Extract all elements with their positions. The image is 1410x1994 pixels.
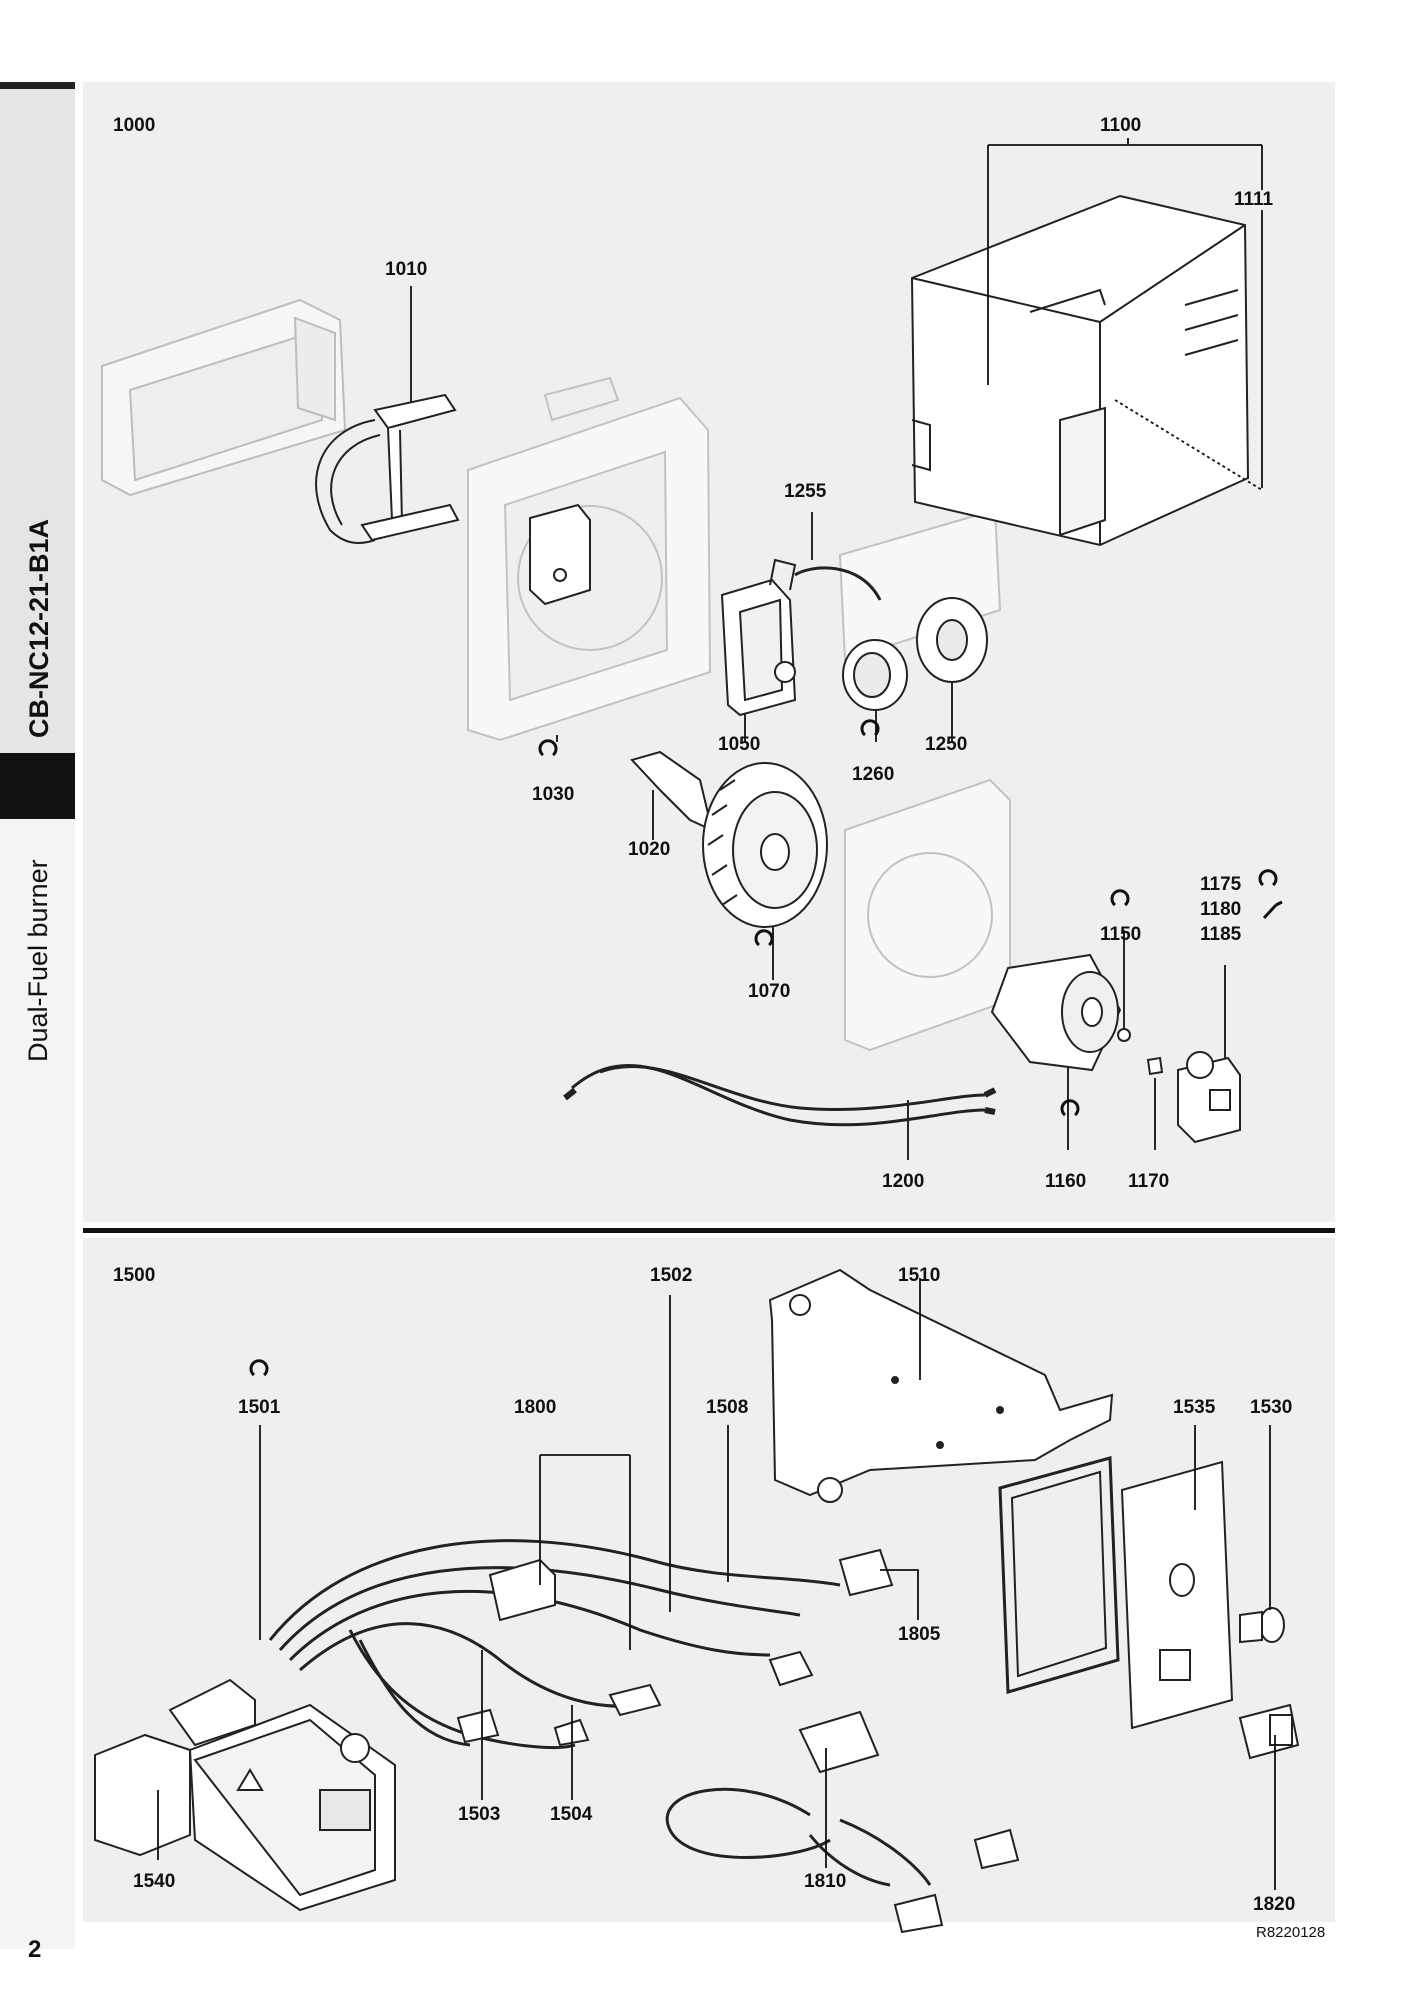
part-label-1810: 1810 [804, 1871, 847, 1892]
part-label-1170: 1170 [1128, 1171, 1170, 1192]
oil-pump [1177, 1051, 1241, 1144]
fan-motor [990, 953, 1122, 1072]
part-label-1030: 1030 [532, 784, 575, 805]
coupling [1146, 1056, 1164, 1076]
wrench-icon [1262, 900, 1283, 920]
part-label-1180: 1180 [1200, 899, 1242, 920]
indicator-lamp [1239, 1607, 1285, 1644]
part-label-1800: 1800 [514, 1397, 557, 1418]
part-label-1535: 1535 [1173, 1397, 1216, 1418]
bottom-leader-lines [157, 1278, 1276, 1890]
control-frame [998, 1456, 1120, 1694]
wear-part-icon [754, 929, 774, 947]
terminal-block [94, 1733, 191, 1857]
wear-part-icon [1060, 1099, 1080, 1117]
sidebar-black-marker [0, 753, 75, 819]
part-label-1200: 1200 [882, 1171, 925, 1192]
part-label-1540: 1540 [133, 1871, 176, 1892]
wear-part-icon [860, 719, 880, 737]
cover-ring [916, 597, 988, 683]
group-label-1500: 1500 [113, 1265, 156, 1286]
part-label-1820: 1820 [1253, 1894, 1296, 1915]
part-label-1050: 1050 [718, 734, 761, 755]
mains-connectors [798, 1710, 1020, 1934]
front-panel [1120, 1460, 1234, 1730]
part-label-1530: 1530 [1250, 1397, 1293, 1418]
flame-sensor [842, 639, 908, 711]
burner-cover [910, 194, 1250, 547]
part-label-1160: 1160 [1045, 1171, 1087, 1192]
rear-housing-ghost [101, 298, 347, 497]
mounting-bracket [315, 393, 460, 544]
part-label-1501: 1501 [238, 1397, 281, 1418]
mounting-plate [768, 1268, 1114, 1503]
mains-cable [665, 1787, 932, 1887]
pressure-tube [794, 566, 882, 601]
sidebar-top-rule [0, 82, 75, 89]
drawing-reference: R8220128 [1256, 1924, 1326, 1941]
fan-wheel [702, 762, 828, 928]
part-label-1185: 1185 [1200, 924, 1242, 945]
wear-part-icon [1110, 889, 1130, 907]
sidebar-title-band [0, 819, 75, 1949]
section-divider [83, 1228, 1335, 1233]
air-damper [720, 558, 797, 717]
part-label-1070: 1070 [748, 981, 791, 1002]
sidebar-model-band [0, 89, 75, 753]
part-label-1250: 1250 [925, 734, 968, 755]
part-label-1504: 1504 [550, 1804, 593, 1825]
part-label-1255: 1255 [784, 481, 827, 502]
part-label-1508: 1508 [706, 1397, 749, 1418]
part-label-1111: 1111 [1234, 189, 1274, 210]
wear-part-icon [538, 739, 558, 757]
burner-control-box [168, 1678, 396, 1912]
page-number: 2 [28, 1936, 42, 1963]
part-label-1805: 1805 [898, 1624, 941, 1645]
part-label-1503: 1503 [458, 1804, 501, 1825]
ignition-unit [529, 503, 591, 606]
motor-cap [1117, 1028, 1131, 1042]
part-label-1150: 1150 [1100, 924, 1142, 945]
part-label-1510: 1510 [898, 1265, 941, 1286]
part-label-1010: 1010 [385, 259, 428, 280]
part-label-1100: 1100 [1100, 115, 1142, 136]
part-label-1260: 1260 [852, 764, 895, 785]
part-label-1020: 1020 [628, 839, 671, 860]
part-label-1502: 1502 [650, 1265, 693, 1286]
part-label-1175: 1175 [1200, 874, 1242, 895]
oil-hoses [563, 1064, 997, 1127]
group-label-1000: 1000 [113, 115, 156, 136]
wiring-harness [268, 1539, 841, 1749]
wear-part-icon [1258, 869, 1278, 887]
main-switch [1238, 1703, 1300, 1760]
wear-part-icon [249, 1359, 269, 1377]
connectors [456, 1548, 894, 1747]
